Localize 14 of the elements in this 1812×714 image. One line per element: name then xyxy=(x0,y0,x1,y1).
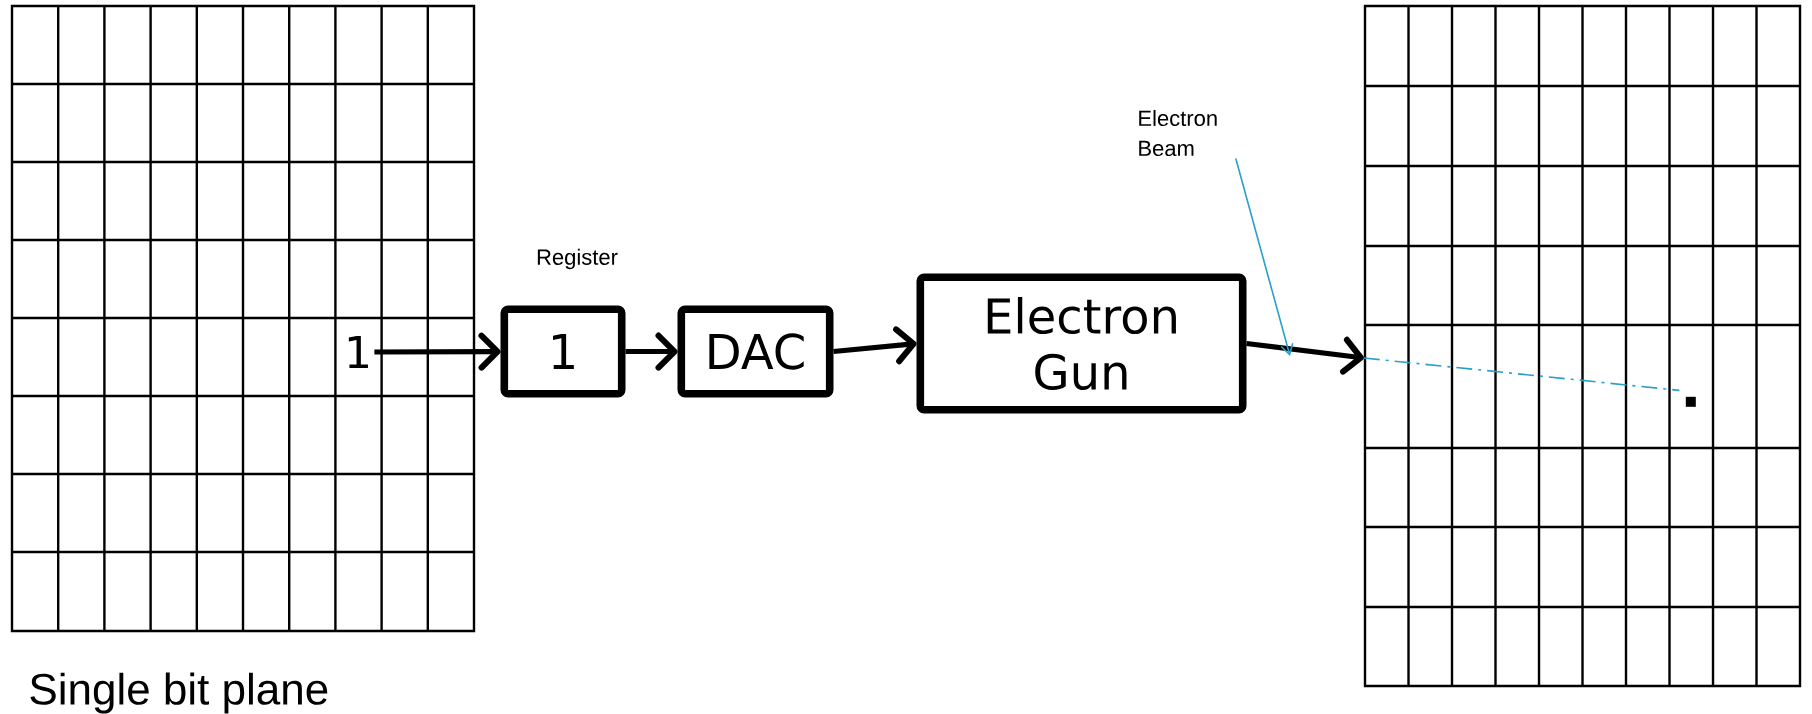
grid-drawing xyxy=(1363,4,1802,688)
arrow xyxy=(833,326,917,365)
beam-line xyxy=(1363,357,1681,392)
node-label: Single bit plane xyxy=(30,672,328,714)
bit-value: 1 xyxy=(348,335,368,369)
arrow xyxy=(374,332,501,371)
arrow xyxy=(1246,336,1364,375)
process-box: DAC xyxy=(677,305,834,398)
process-box: 1 xyxy=(500,305,626,398)
process-box: Electron Gun xyxy=(916,273,1247,414)
leader-line xyxy=(1235,157,1294,356)
grid-drawing xyxy=(10,4,476,633)
callout-label: Electron Beam xyxy=(1139,109,1217,157)
box-heading: Register xyxy=(537,248,618,270)
